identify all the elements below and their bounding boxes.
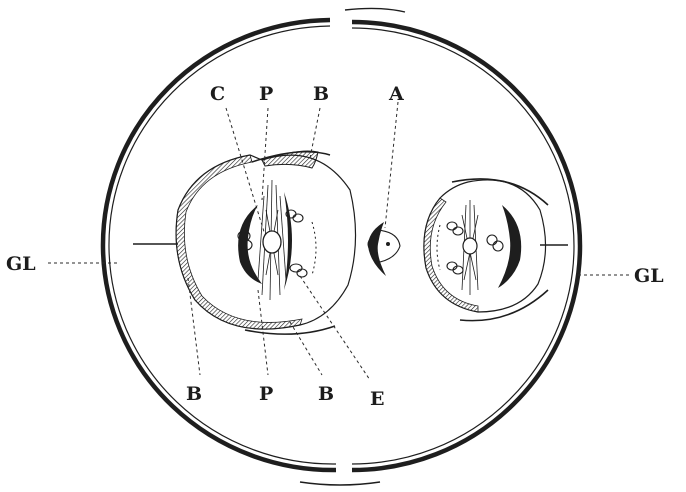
left-spindle-crescent-right [284,192,292,290]
label-b-top: B [313,83,329,105]
label-c: C [210,83,225,105]
label-p-top: P [259,83,273,105]
left-cell [133,151,356,334]
right-spindle-crescent [498,205,521,288]
left-nucleus [263,231,281,253]
right-nucleus [463,238,477,254]
label-e: E [370,388,384,410]
outer-envelope [103,8,580,485]
label-gl-left: GL [6,253,36,275]
right-cell [424,179,568,321]
leader-lines [48,102,632,380]
label-a: A [388,83,404,105]
label-p-bottom: P [259,383,273,405]
central-body [368,222,400,276]
label-b-bottom-left: B [186,383,202,405]
label-gl-right: GL [634,265,664,287]
label-b-bottom-mid: B [318,383,334,405]
